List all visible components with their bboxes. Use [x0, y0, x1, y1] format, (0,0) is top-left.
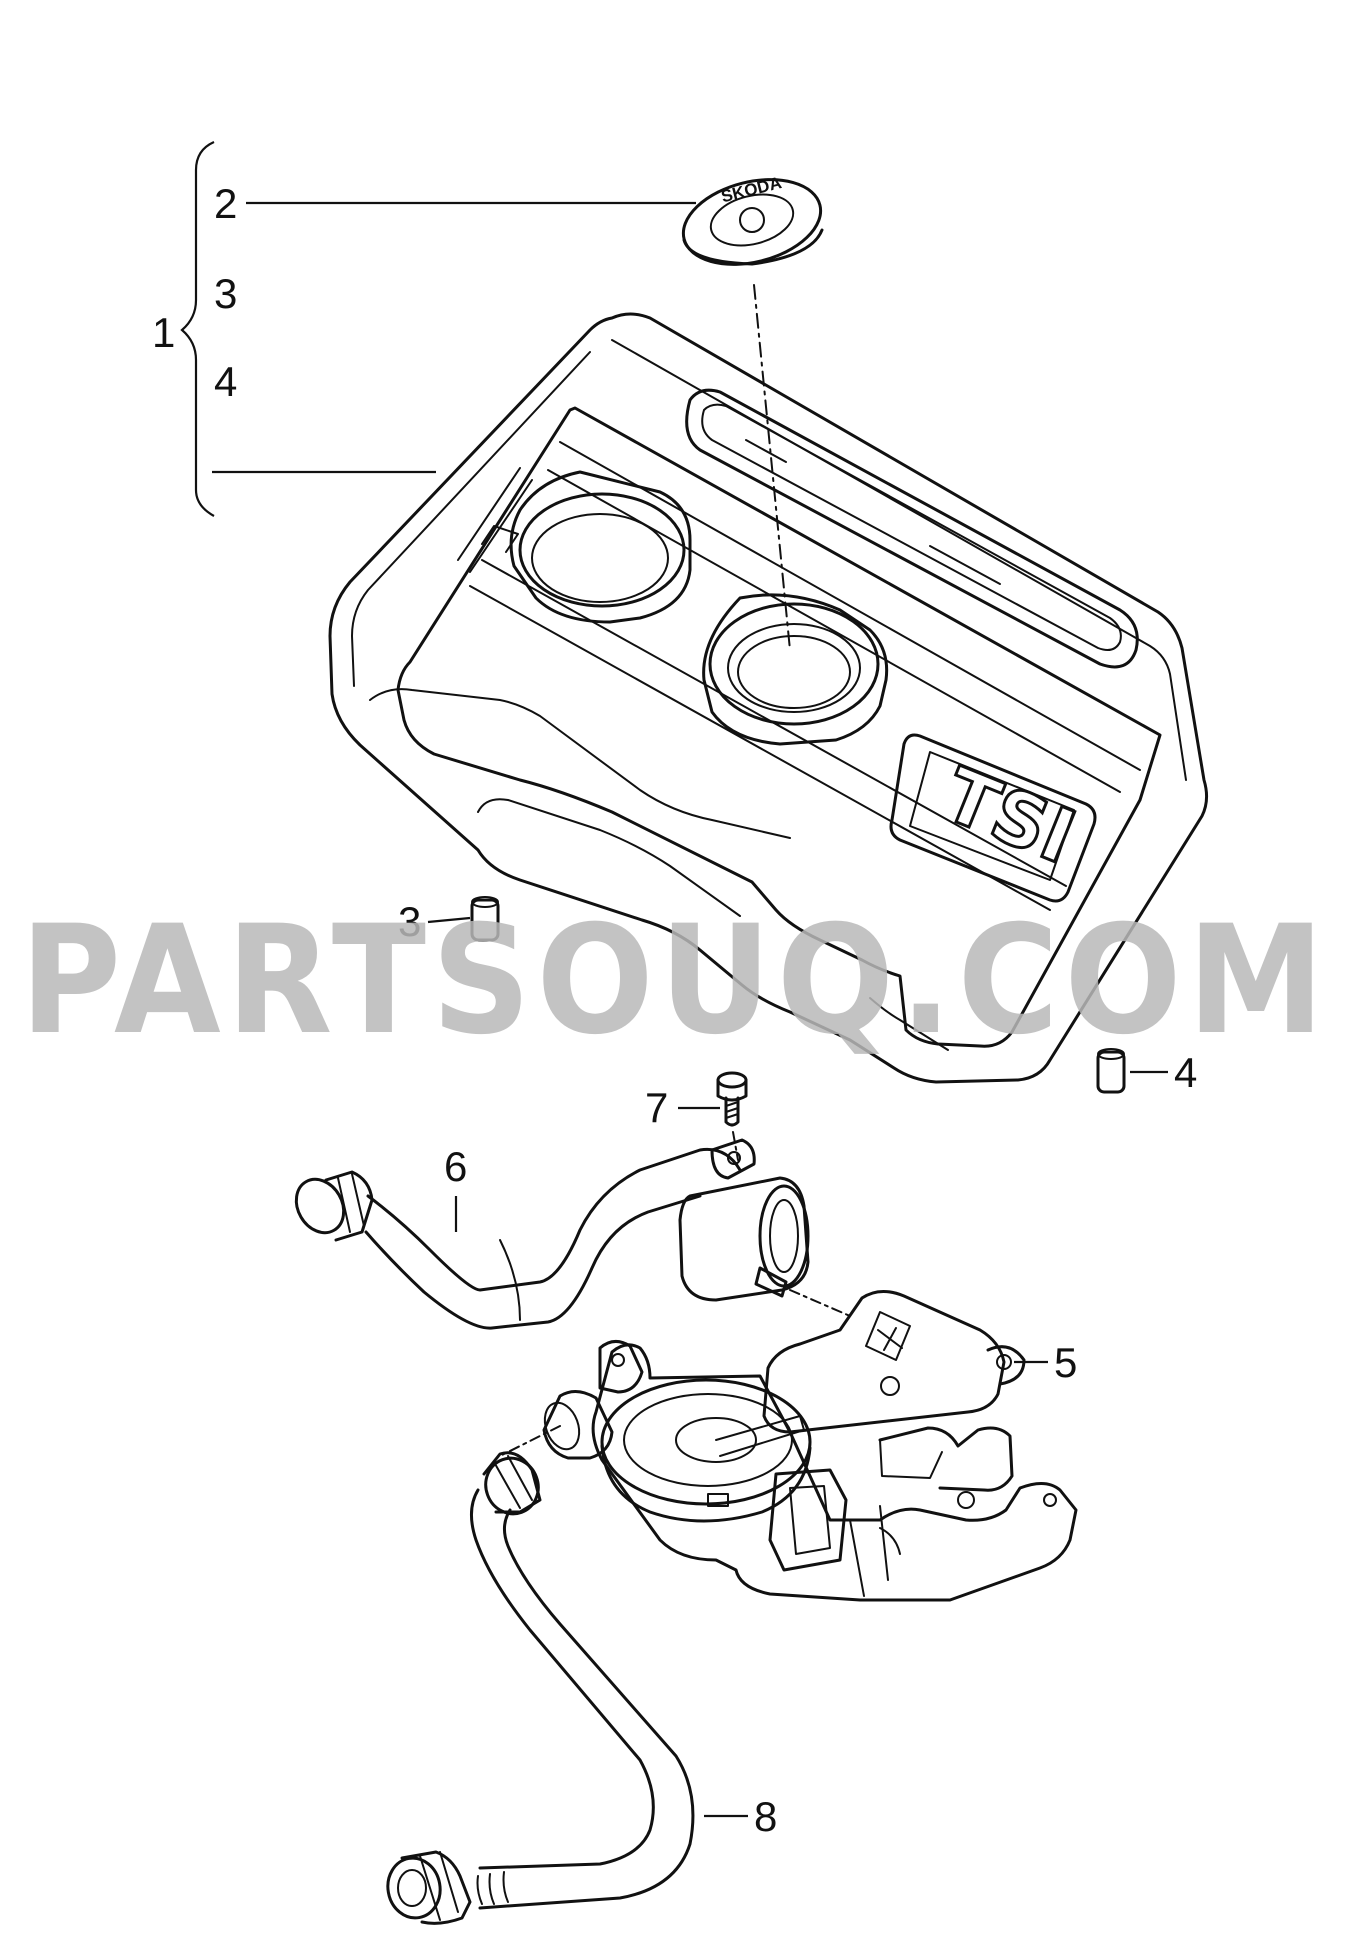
callout-5: 5	[1054, 1339, 1077, 1386]
sleeve-part-4	[1096, 1048, 1126, 1094]
callout-6: 6	[444, 1143, 467, 1190]
emblem-logo-text: SKODA	[719, 173, 783, 206]
callout-1: 1	[152, 309, 175, 356]
callout-3-group: 3	[214, 270, 237, 317]
oil-separator-part-5	[542, 1290, 1078, 1602]
callout-7: 7	[645, 1084, 668, 1131]
group-bracket	[180, 140, 215, 517]
bolt-part-7	[716, 1071, 748, 1127]
sleeve-part-3	[470, 896, 500, 942]
skoda-emblem-part: SKODA	[681, 173, 824, 266]
callout-4: 4	[1174, 1049, 1197, 1096]
callout-3: 3	[398, 898, 421, 945]
leader-lines	[212, 201, 1168, 1818]
callout-2: 2	[214, 180, 237, 227]
callout-4-group: 4	[214, 358, 237, 405]
hose-part-8	[386, 1451, 695, 1925]
callout-8: 8	[754, 1793, 777, 1840]
watermark-text: PARTSOUQ.COM	[20, 894, 1330, 1068]
pcv-hose-part-6	[294, 1138, 810, 1330]
